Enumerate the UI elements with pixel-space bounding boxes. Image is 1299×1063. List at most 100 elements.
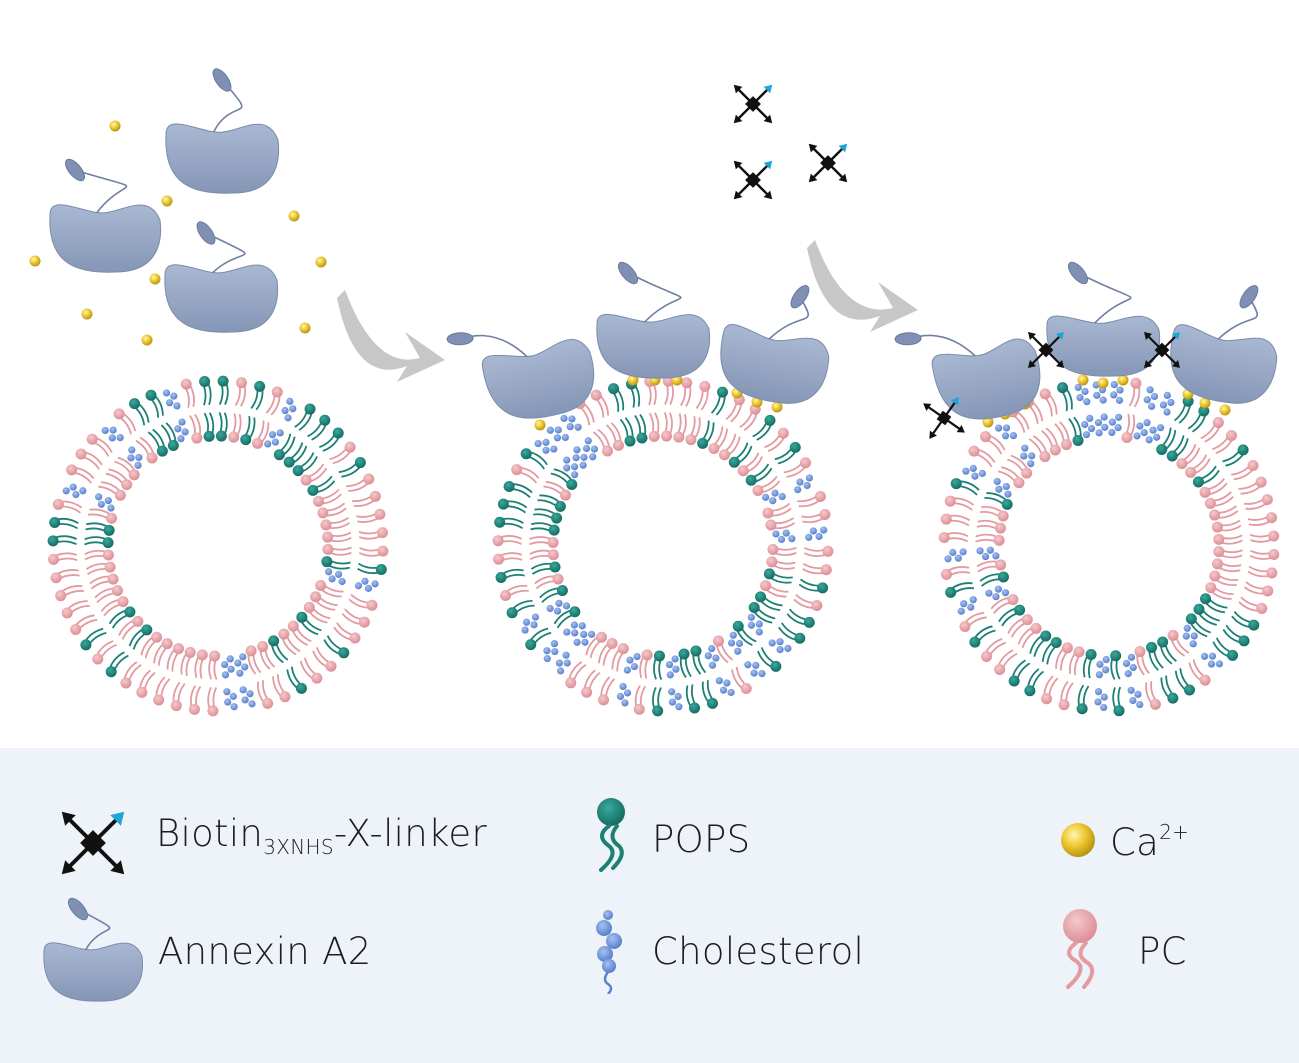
pc-headgroup — [1167, 629, 1179, 641]
cholesterol-molecule — [584, 437, 592, 445]
calcium-ion — [534, 419, 546, 431]
annexin-core — [43, 942, 143, 1002]
cholesterol-molecule — [1133, 432, 1141, 440]
pops-headgroup — [268, 635, 280, 647]
pops-headgroup — [689, 702, 701, 714]
cholesterol-molecule — [1096, 660, 1104, 668]
cholesterol-molecule — [969, 596, 977, 604]
pc-headgroup — [1247, 460, 1259, 472]
pops-headgroup — [338, 647, 350, 659]
cholesterol-molecule — [747, 621, 756, 629]
pops-headgroup — [332, 427, 344, 439]
pc-headgroup — [995, 559, 1007, 571]
pops-headgroup — [141, 624, 153, 636]
pc-headgroup — [1039, 451, 1051, 463]
pc-headgroup — [547, 549, 559, 561]
calcium-ion — [1117, 374, 1129, 386]
cholesterol-molecule — [166, 399, 174, 407]
cholesterol-molecule — [563, 464, 571, 472]
cholesterol-molecule — [588, 630, 596, 638]
pc-headgroup — [349, 632, 361, 644]
pc-headgroup — [366, 599, 378, 611]
cholesterol-molecule — [563, 456, 571, 464]
pc-headgroup — [114, 489, 126, 501]
cholesterol-molecule — [170, 392, 178, 400]
pops-headgroup — [945, 586, 957, 598]
pc-headgroup — [811, 599, 823, 611]
cholesterol-molecule — [364, 584, 373, 592]
cholesterol-molecule — [568, 415, 576, 423]
cholesterol-molecule — [1099, 396, 1107, 404]
cholesterol-molecule — [1190, 632, 1198, 640]
pc-headgroup — [75, 448, 87, 460]
cholesterol-molecule — [993, 477, 1001, 486]
cholesterol-molecule — [1081, 420, 1089, 429]
annexin-protein — [43, 897, 143, 1002]
pc-headgroup — [1226, 429, 1238, 441]
pc-headgroup — [1073, 646, 1085, 658]
pc-headgroup — [814, 491, 826, 503]
annexin-protein — [720, 284, 830, 404]
cholesterol-molecule — [572, 454, 580, 462]
cholesterol-molecule — [758, 670, 766, 678]
lipid-vesicle — [47, 375, 389, 717]
cholesterol-molecule — [803, 481, 811, 490]
pc-headgroup — [52, 498, 64, 510]
cholesterol-molecule — [1127, 653, 1136, 661]
pops-headgroup — [1113, 705, 1125, 717]
cholesterol-molecule — [371, 580, 379, 588]
cholesterol-molecule — [1004, 490, 1012, 498]
pops-headgroup — [697, 437, 709, 449]
pc-headgroup — [48, 553, 60, 565]
pc-headgroup — [271, 386, 283, 398]
annexin-tail-head — [790, 284, 810, 309]
pc-headgroup — [1021, 467, 1033, 479]
cholesterol-molecule — [1094, 698, 1102, 706]
pc-headgroup — [374, 508, 386, 520]
pc-headgroup — [1021, 614, 1033, 626]
pc-headgroup — [146, 452, 158, 464]
pops-headgroup — [548, 524, 560, 536]
pc-headgroup — [358, 616, 370, 628]
cholesterol-molecule — [589, 453, 597, 461]
pc-headgroup — [1268, 530, 1280, 542]
legend-biotin-label: Biotin3XNHS-X-linker — [156, 812, 487, 859]
pops-headgroup — [520, 448, 532, 460]
cholesterol-molecule — [1083, 398, 1091, 406]
pc-headgroup — [207, 705, 219, 717]
pc-headgroup — [598, 694, 610, 706]
pops-headgroup — [969, 636, 981, 648]
cholesterol-molecule — [1146, 386, 1154, 394]
biotin-linkers — [733, 84, 1180, 439]
legend-cholesterol-label: Cholesterol — [652, 930, 865, 973]
pops-headgroup — [103, 524, 115, 536]
pc-headgroup — [325, 660, 337, 672]
pc-headgroup — [262, 697, 274, 709]
pops-headgroup — [678, 648, 690, 660]
calcium-ion — [81, 308, 93, 320]
reaction-arrow — [337, 290, 445, 382]
pops-headgroup — [503, 481, 515, 493]
pc-headgroup — [1256, 602, 1268, 614]
cholesterol-molecule — [1200, 652, 1209, 660]
pops-headgroup — [254, 380, 266, 392]
calcium-ion — [771, 401, 783, 413]
cholesterol-molecule — [981, 552, 990, 561]
cholesterol-molecule — [574, 423, 582, 431]
pc-headgroup — [959, 620, 971, 632]
pc-headgroup — [1209, 509, 1221, 521]
cholesterol-molecule — [1143, 419, 1151, 427]
pc-headgroup — [737, 465, 749, 477]
cholesterol-molecule — [1167, 398, 1175, 407]
cholesterol-molecule — [995, 485, 1003, 493]
cholesterol-molecule — [1095, 671, 1103, 679]
pops-headgroup — [764, 414, 776, 426]
pc-headgroup — [245, 645, 257, 657]
cholesterol-molecule — [957, 607, 965, 615]
pc-headgroup — [1041, 693, 1053, 705]
cholesterol-molecule — [794, 486, 802, 494]
cholesterol-molecule — [719, 686, 728, 694]
calcium-ion — [299, 322, 311, 334]
pc-headgroup — [104, 561, 116, 573]
cholesterol-molecule — [1095, 429, 1103, 437]
